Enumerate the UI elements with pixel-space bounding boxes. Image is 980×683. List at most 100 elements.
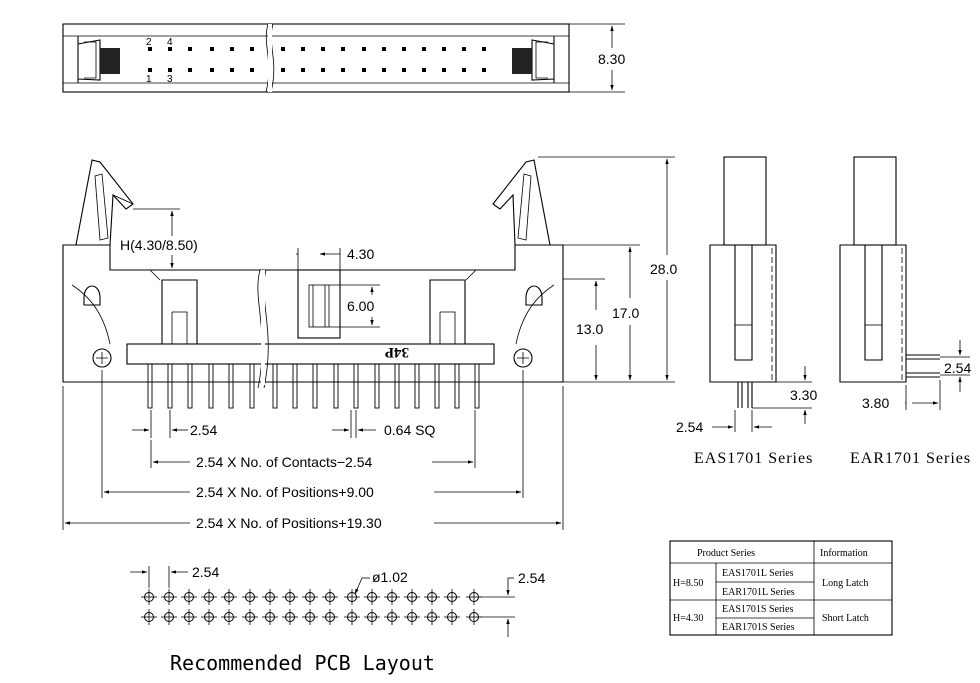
- pin-label-2: 2: [146, 37, 152, 48]
- dim-pitch: 2.54: [190, 422, 217, 438]
- top-pin: [188, 47, 192, 51]
- front-pin: [434, 363, 440, 409]
- pcb-dim-hole: ø1.02: [372, 569, 408, 585]
- table-header-series: Product Series: [697, 548, 755, 559]
- ear-dim-2-54: 2.54: [944, 360, 971, 376]
- top-pin: [168, 68, 172, 72]
- pcb-layout: 2.54 ø1.02 2.54 Recommended PCB Layout: [130, 564, 545, 675]
- dim-17-0: 17.0: [612, 305, 639, 321]
- dim-13-0: 13.0: [576, 321, 603, 337]
- top-pin: [402, 47, 406, 51]
- pin-label-4: 4: [167, 37, 173, 48]
- table-row-series: EAR1701L Series: [722, 587, 795, 598]
- front-pin: [414, 363, 420, 409]
- eas-side-view: 3.30 2.54 EAS1701 Series: [676, 156, 817, 467]
- pcb-hole: [384, 589, 400, 605]
- table-row-info: Long Latch: [822, 578, 868, 589]
- pcb-hole: [201, 589, 217, 605]
- table-row-h: H=4.30: [673, 613, 703, 624]
- top-pin: [301, 47, 305, 51]
- pcb-hole: [242, 589, 258, 605]
- top-pin: [341, 47, 345, 51]
- top-pin: [301, 68, 305, 72]
- front-pin: [147, 363, 153, 409]
- top-pin: [188, 68, 192, 72]
- pcb-hole: [384, 609, 400, 625]
- top-pin: [422, 68, 426, 72]
- pcb-hole: [181, 589, 197, 605]
- front-pin: [292, 363, 298, 409]
- pcb-hole: [444, 609, 460, 625]
- top-pin: [362, 47, 366, 51]
- top-pin: [482, 47, 486, 51]
- pin-label-1: 1: [146, 74, 152, 85]
- front-pin: [167, 363, 173, 409]
- pcb-dim-pitch: 2.54: [192, 564, 219, 580]
- top-view: 2 4 1 3 8.30: [62, 23, 625, 93]
- top-pin: [230, 68, 234, 72]
- front-pin: [394, 363, 400, 409]
- front-pin: [208, 363, 214, 409]
- pcb-hole: [404, 589, 420, 605]
- top-pin: [321, 47, 325, 51]
- top-pin: [422, 47, 426, 51]
- pcb-hole: [344, 589, 360, 605]
- dim-4-30: 4.30: [347, 246, 374, 262]
- pcb-hole: [221, 609, 237, 625]
- top-pin: [341, 68, 345, 72]
- pcb-hole: [181, 609, 197, 625]
- top-pin: [281, 47, 285, 51]
- front-pin: [454, 363, 460, 409]
- top-pin: [148, 47, 152, 51]
- dim-8-30: 8.30: [598, 51, 625, 67]
- eas-caption: EAS1701 Series: [694, 450, 813, 467]
- pcb-hole: [344, 609, 360, 625]
- formula-contacts: 2.54 X No. of Contacts−2.54: [196, 454, 372, 470]
- top-pin: [281, 68, 285, 72]
- ear-side-view: 2.54 3.80 EAR1701 Series: [839, 156, 971, 467]
- pcb-hole: [444, 589, 460, 605]
- front-pin: [333, 363, 339, 409]
- pcb-dim-row: 2.54: [518, 570, 545, 586]
- formula-positions-19: 2.54 X No. of Positions+19.30: [196, 515, 382, 531]
- formula-positions-9: 2.54 X No. of Positions+9.00: [196, 484, 374, 500]
- top-pin: [462, 68, 466, 72]
- front-pin: [187, 363, 193, 409]
- pcb-hole: [282, 589, 298, 605]
- pcb-hole: [262, 609, 278, 625]
- table-header-info: Information: [820, 548, 868, 559]
- pcb-hole: [242, 609, 258, 625]
- front-pin: [249, 363, 255, 409]
- top-pin: [382, 68, 386, 72]
- ear-dim-3-80: 3.80: [862, 395, 889, 411]
- eas-dim-2-54: 2.54: [676, 419, 703, 435]
- pcb-hole: [364, 589, 380, 605]
- table-row-h: H=8.50: [673, 578, 703, 589]
- top-pin: [482, 68, 486, 72]
- pcb-hole: [466, 589, 482, 605]
- top-pin: [442, 47, 446, 51]
- pcb-hole: [201, 609, 217, 625]
- top-view-pin-grid: [148, 47, 486, 72]
- front-pin-row: [147, 363, 480, 409]
- ear-caption: EAR1701 Series: [850, 450, 971, 467]
- front-pin: [474, 363, 480, 409]
- pcb-hole: [424, 609, 440, 625]
- top-pin: [210, 47, 214, 51]
- pcb-hole: [141, 589, 157, 605]
- pcb-hole: [302, 589, 318, 605]
- table-row-series: EAR1701S Series: [722, 622, 795, 633]
- front-view: 34P H(4.30/8.50): [62, 156, 677, 531]
- pcb-hole: [141, 609, 157, 625]
- top-pin: [362, 68, 366, 72]
- top-pin: [462, 47, 466, 51]
- top-pin: [250, 47, 254, 51]
- dim-pin-size: 0.64 SQ: [384, 422, 435, 438]
- top-pin: [148, 68, 152, 72]
- pcb-hole: [262, 589, 278, 605]
- front-pin: [272, 363, 278, 409]
- pcb-hole: [404, 609, 420, 625]
- front-pin: [228, 363, 234, 409]
- pcb-hole: [466, 609, 482, 625]
